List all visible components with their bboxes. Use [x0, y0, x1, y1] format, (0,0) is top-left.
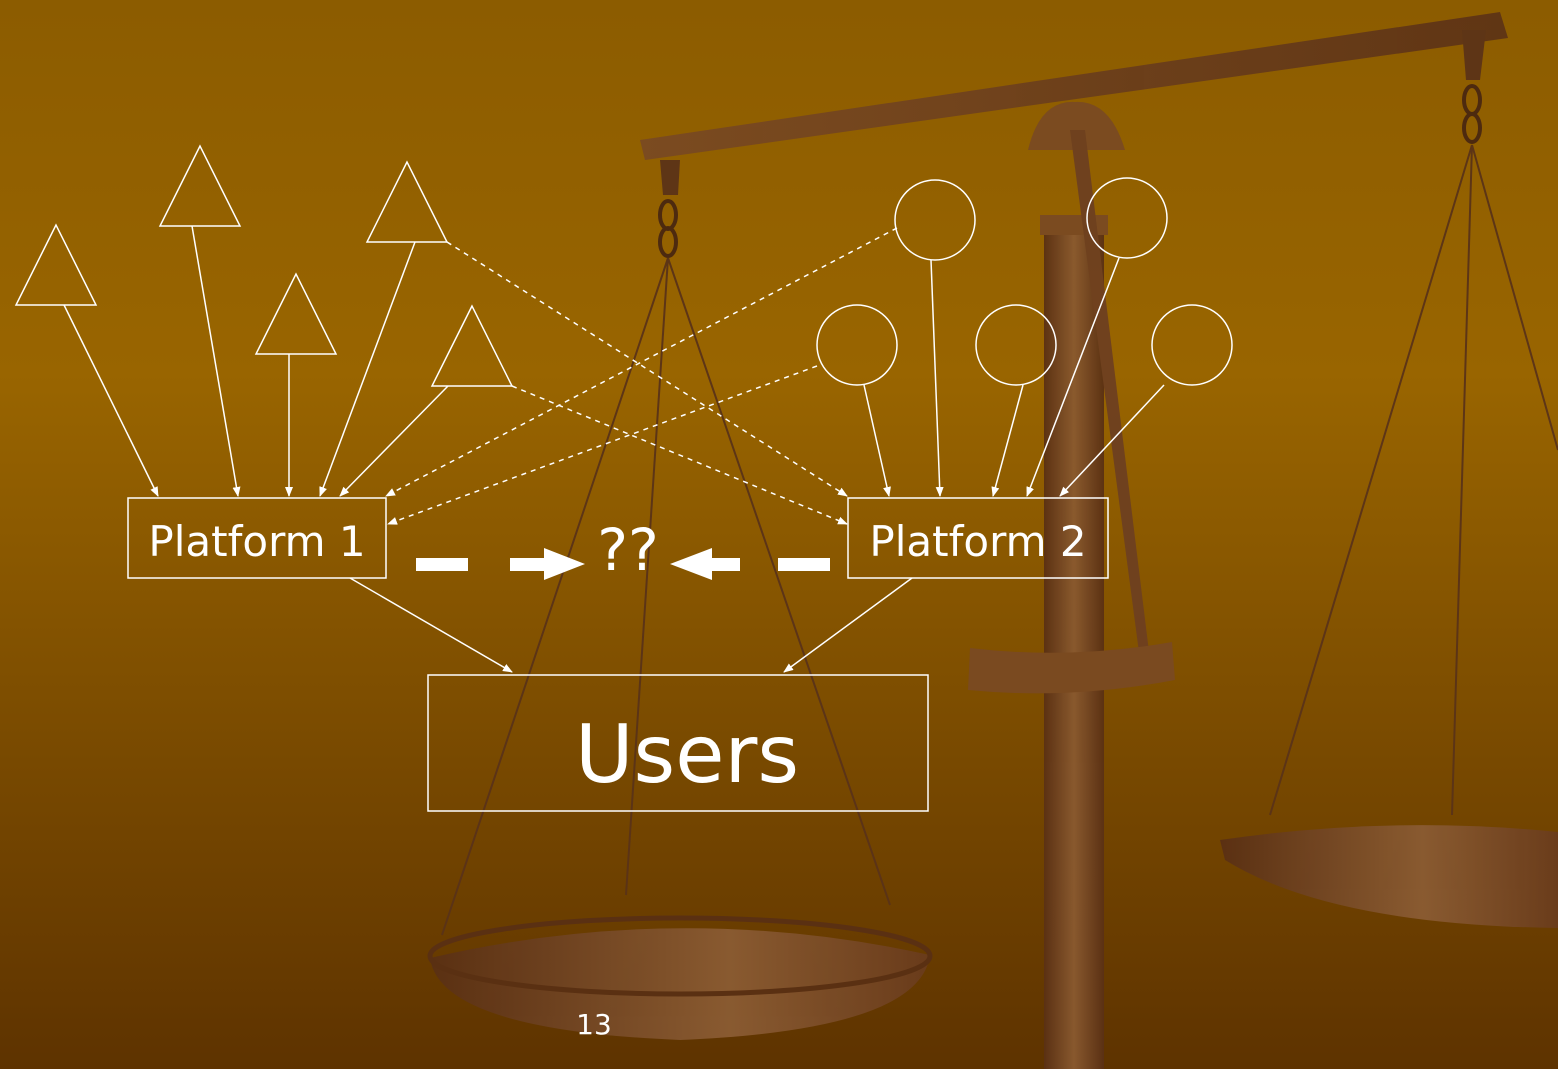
- triangle-icon: [254, 272, 338, 355]
- question-label: ??: [597, 516, 659, 584]
- scale-pointer: [1070, 130, 1150, 660]
- platform-2: Platform 2: [847, 497, 1109, 579]
- interop-arrows: [416, 548, 830, 580]
- scale-pole-cap: [1040, 215, 1108, 235]
- scale-pole: [1044, 225, 1104, 1069]
- triangle-icon: [14, 223, 98, 306]
- dashed-connector-arrow: [446, 241, 848, 497]
- connector-arrow: [339, 385, 449, 497]
- dash-segment: [778, 558, 830, 571]
- platform-1-box: [127, 497, 387, 579]
- scale-left-pan: [430, 928, 930, 1040]
- platform-1-label: Platform 1: [148, 517, 365, 566]
- triangle-icon: [158, 144, 242, 227]
- connector-arrow: [863, 384, 891, 497]
- circle-icon: [975, 304, 1057, 386]
- scale-right-pan: [1220, 825, 1558, 928]
- circle-icon: [1086, 177, 1168, 259]
- connector-arrow: [1059, 384, 1165, 497]
- connector-arrow: [1026, 257, 1120, 497]
- right-arrow-icon: [544, 548, 585, 580]
- dashed-connectors: [385, 227, 898, 525]
- platform-1: Platform 1: [127, 497, 387, 579]
- platform-2-label: Platform 2: [869, 517, 1086, 566]
- scale-illustration: [427, 12, 1558, 1069]
- dashed-connector-arrow: [387, 365, 818, 525]
- circle-icon: [894, 179, 976, 261]
- users-box: [427, 674, 929, 812]
- scale-left-hook: [660, 160, 680, 195]
- scale-crossbar: [968, 642, 1175, 694]
- left-arrow-icon: [670, 548, 712, 580]
- page-number: 13: [576, 1008, 612, 1041]
- triangle-icon: [365, 160, 449, 243]
- left-group-nodes: [14, 144, 514, 387]
- dash-segment: [510, 558, 546, 571]
- connector-arrow: [349, 577, 513, 673]
- dashed-connector-arrow: [385, 227, 898, 497]
- connector-arrow: [783, 577, 913, 673]
- scale-right-hook: [1462, 30, 1486, 80]
- dash-segment: [416, 558, 468, 571]
- connector-arrow: [930, 259, 944, 497]
- connector-arrow: [191, 225, 241, 497]
- connector-arrow: [63, 304, 159, 497]
- right-group-nodes: [816, 177, 1233, 386]
- scale-pole-top: [1028, 101, 1125, 150]
- triangle-icon: [430, 304, 514, 387]
- dashed-connector-arrow: [511, 385, 848, 525]
- scale-beam: [640, 12, 1508, 160]
- solid-connectors: [63, 225, 1165, 673]
- users-label: Users: [575, 708, 799, 801]
- connector-arrow: [991, 384, 1024, 497]
- connector-arrow: [319, 241, 416, 497]
- circle-icon: [1151, 304, 1233, 386]
- users-node: Users: [427, 674, 929, 812]
- circle-icon: [816, 304, 898, 386]
- platform-2-box: [847, 497, 1109, 579]
- dash-segment: [710, 558, 740, 571]
